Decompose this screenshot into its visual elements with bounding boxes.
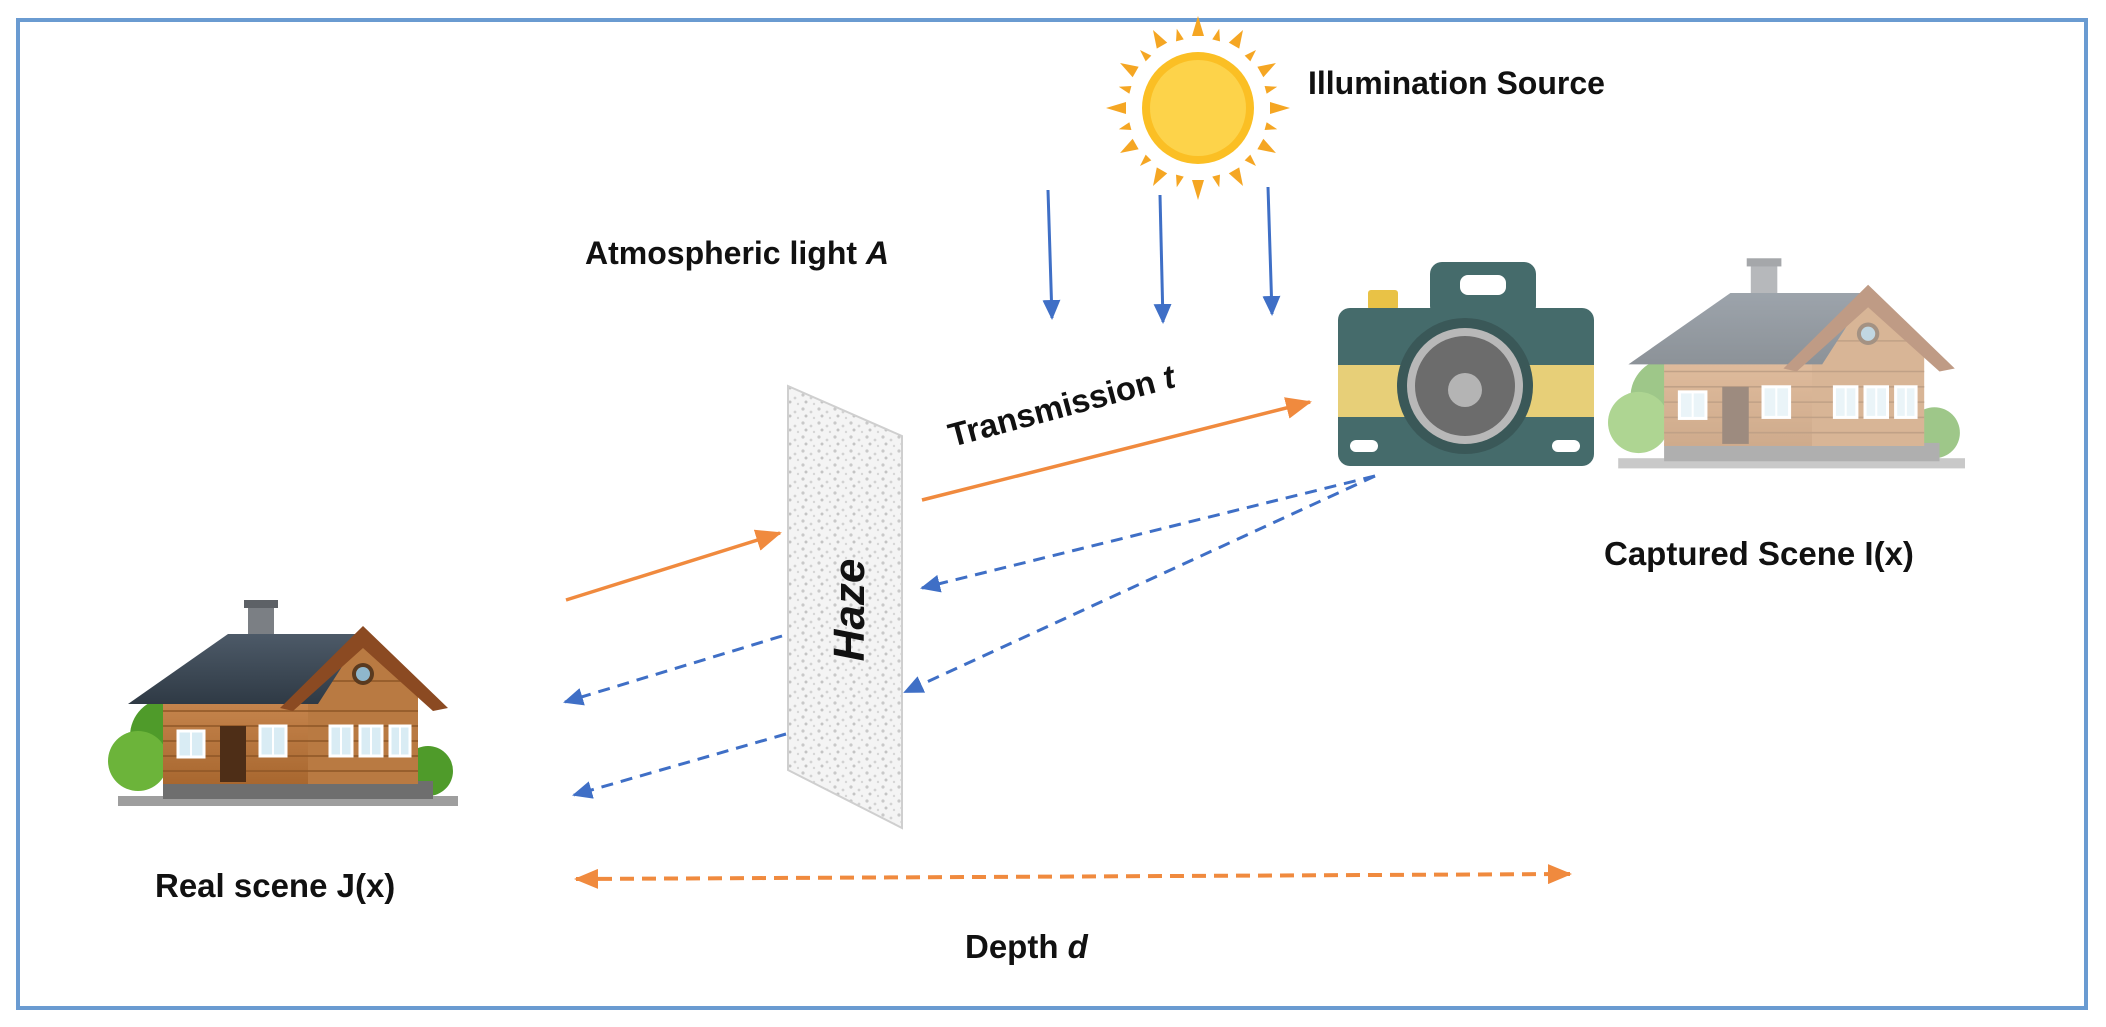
depth-label: Depth d [965,928,1089,965]
diagram-frame [16,18,2088,1010]
atmospheric-light-var: A [865,235,889,271]
real-scene-label: Real scene J(x) [155,867,395,904]
atmospheric-light-arrows [1042,186,1281,324]
transmission-arrow [921,397,1312,502]
captured-house-icon [1606,256,1967,470]
depth-var: d [1068,928,1089,965]
camera-icon [1338,262,1594,466]
transmission-label: Transmission t [944,357,1180,454]
sun-icon [1106,16,1290,200]
haze-to-scene-arrows [563,634,787,799]
scene-to-haze-arrow [565,529,782,602]
real-house-icon [106,598,460,808]
haze-panel: Haze [787,384,903,830]
captured-scene-label: Captured Scene I(x) [1604,535,1914,572]
atmospheric-light-label: Atmospheric light A [585,235,889,271]
depth-text: Depth [965,928,1068,965]
atmospheric-light-text: Atmospheric light [585,235,866,271]
transmission-text: Transmission [944,361,1168,454]
illumination-label: Illumination Source [1308,65,1605,101]
camera-to-haze-arrows [903,474,1376,694]
depth-arrow [574,864,1572,889]
haze-label: Haze [825,559,874,662]
